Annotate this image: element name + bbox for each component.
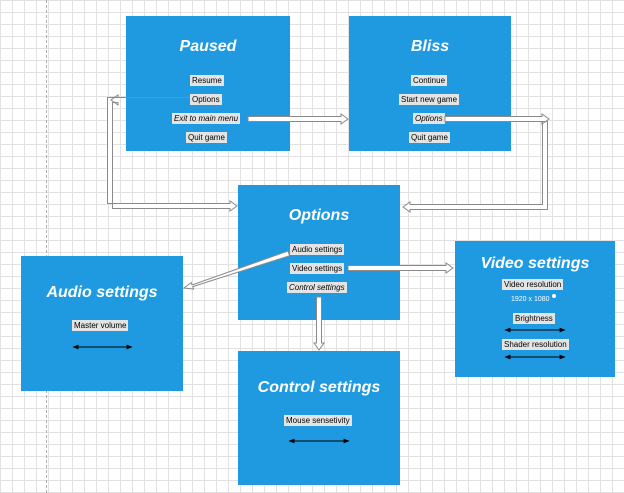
dashed-guide-line (46, 0, 47, 493)
brightness-label: Brightness (513, 313, 555, 324)
start-new-game-button[interactable]: Start new game (399, 94, 460, 105)
master-volume-label: Master volume (72, 320, 129, 331)
continue-button[interactable]: Continue (411, 75, 448, 86)
audio-settings-screen: Audio settings Master volume (21, 256, 183, 391)
video-settings-button[interactable]: Video settings (290, 263, 345, 274)
video-settings-screen: Video settings Video resolution 1920 x 1… (455, 241, 615, 377)
options-title: Options (288, 207, 350, 224)
paused-title: Paused (179, 38, 237, 55)
mouse-sensitivity-label: Mouse sensetivity (284, 415, 352, 426)
control-settings-title: Control settings (257, 379, 381, 396)
control-settings-screen: Control settings Mouse sensetivity (238, 351, 400, 485)
bliss-title: Bliss (410, 38, 450, 55)
resume-button[interactable]: Resume (190, 75, 224, 86)
video-resolution-value[interactable]: 1920 x 1080 (511, 296, 550, 303)
audio-settings-title: Audio settings (46, 284, 158, 301)
audio-settings-button[interactable]: Audio settings (290, 244, 345, 255)
video-resolution-label: Video resolution (502, 279, 564, 290)
cursor-dot-icon (552, 294, 556, 298)
control-settings-button[interactable]: Control settings (287, 282, 347, 293)
shader-resolution-label: Shader resolution (502, 339, 569, 350)
video-settings-title: Video settings (480, 255, 590, 272)
